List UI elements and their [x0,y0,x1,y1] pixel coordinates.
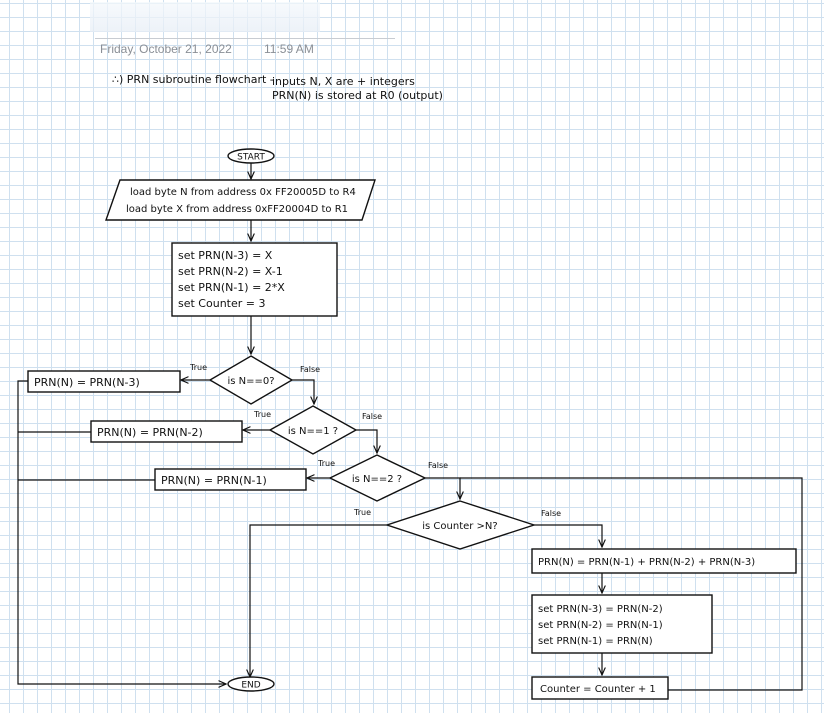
d0-false-label: False [300,365,320,374]
note-inputs: inputs N, X are + integers [272,75,415,88]
shift-line-2: set PRN(N-2) = PRN(N-1) [538,620,663,631]
note-output: PRN(N) is stored at R0 (output) [272,89,443,102]
result-n1-box: PRN(N) = PRN(N-2) [90,420,243,443]
increment-process-box: Counter = Counter + 1 [531,676,669,700]
d2-false-label: False [428,461,448,470]
decision-n-equals-0: is N==0? [208,355,294,405]
arrow-d3-false [534,524,602,547]
arrow-d0-false [292,379,314,404]
shift-line-1: set PRN(N-3) = PRN(N-2) [538,604,663,615]
arrow-d2-false [425,477,460,499]
d3-label: is Counter >N? [422,521,497,532]
r2-label: PRN(N) = PRN(N-1) [161,474,267,487]
init-process-box: set PRN(N-3) = X set PRN(N-2) = X-1 set … [171,242,338,317]
start-terminal: START [227,148,275,164]
d0-true-label: True [189,363,207,372]
end-terminal: END [227,676,275,692]
page-date: Friday, October 21, 2022 [100,42,232,56]
r1-label: PRN(N) = PRN(N-2) [97,426,203,439]
d1-true-label: True [253,410,271,419]
init-line-1: set PRN(N-3) = X [178,249,273,262]
page-header-band [90,2,320,32]
page-time: 11:59 AM [264,42,314,56]
d0-label: is N==0? [227,376,274,387]
result-n2-box: PRN(N) = PRN(N-1) [154,468,307,491]
d1-label: is N==1 ? [288,426,338,437]
decision-n-equals-1: is N==1 ? [268,405,358,455]
sum-label: PRN(N) = PRN(N-1) + PRN(N-2) + PRN(N-3) [538,557,755,568]
d3-true-label: True [353,508,371,517]
arrow-d3-true-end [250,524,387,677]
d2-true-label: True [317,459,335,468]
shift-line-3: set PRN(N-1) = PRN(N) [538,636,653,647]
r0-label: PRN(N) = PRN(N-3) [34,376,140,389]
decision-n-equals-2: is N==2 ? [328,454,427,502]
d1-false-label: False [362,412,382,421]
init-line-4: set Counter = 3 [178,297,265,310]
end-label: END [241,681,260,691]
d3-false-label: False [541,509,561,518]
init-line-3: set PRN(N-1) = 2*X [178,281,285,294]
inc-label: Counter = Counter + 1 [540,684,656,695]
start-label: START [237,153,265,163]
result-n0-box: PRN(N) = PRN(N-3) [27,370,181,393]
sum-process-box: PRN(N) = PRN(N-1) + PRN(N-2) + PRN(N-3) [531,548,797,574]
note-heading: ∴) PRN subroutine flowchart - [112,73,274,86]
arrow-r0-end [17,380,226,684]
load-line-1: load byte N from address 0x FF20005D to … [130,187,356,198]
shift-process-box: set PRN(N-3) = PRN(N-2) set PRN(N-2) = P… [531,594,713,654]
load-input-box: load byte N from address 0x FF20005D to … [105,179,376,221]
init-line-2: set PRN(N-2) = X-1 [178,265,283,278]
decision-counter-gt-n: is Counter >N? [384,500,537,550]
d2-label: is N==2 ? [352,474,402,485]
load-line-2: load byte X from address 0xFF20004D to R… [126,204,348,215]
arrow-loop-back [460,477,803,691]
title-underline [95,38,395,39]
arrow-d1-false [356,429,377,453]
